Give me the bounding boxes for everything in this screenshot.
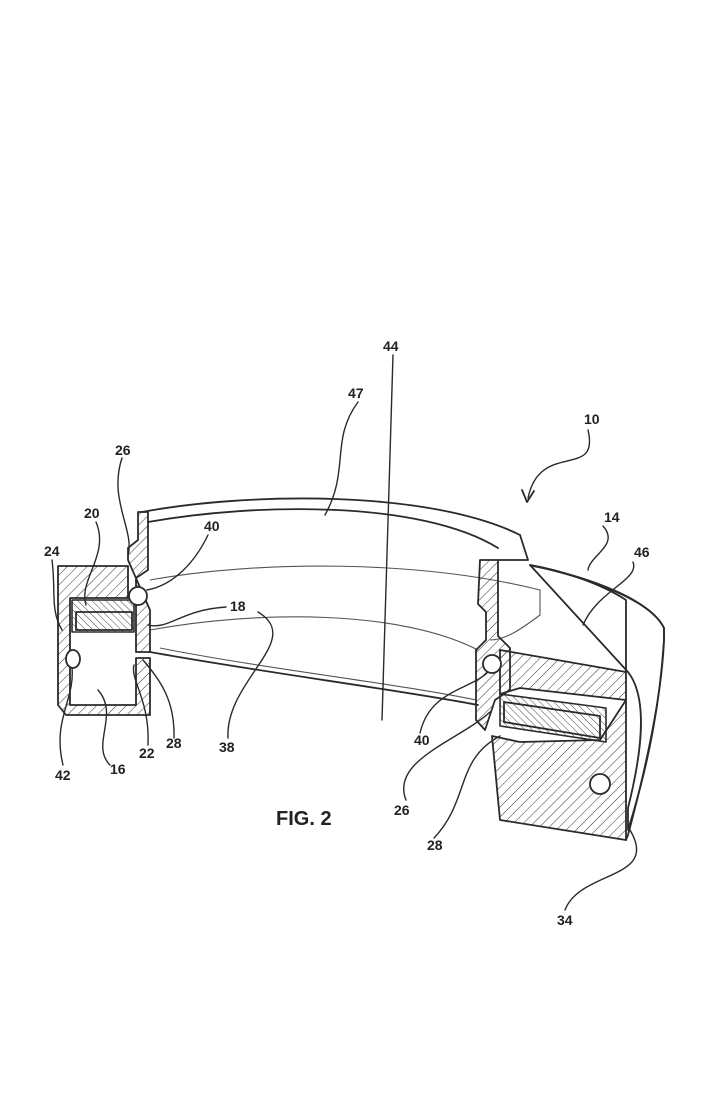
label-47: 47	[348, 385, 364, 401]
inner-bore-bottom-edge	[149, 651, 479, 706]
label-28-right: 28	[427, 837, 443, 853]
right-seal-40	[482, 654, 502, 674]
inner-sleeve-top-edge-inner	[147, 508, 499, 549]
central-axis-44	[381, 354, 394, 721]
label-28-left: 28	[166, 735, 182, 751]
leader-18	[147, 606, 227, 627]
label-24: 24	[44, 543, 60, 559]
right-cross-section	[475, 559, 627, 841]
right-insert-inner	[503, 701, 601, 739]
leader-24	[51, 559, 63, 631]
leader-28-right	[433, 735, 501, 839]
label-40-right: 40	[414, 732, 430, 748]
left-sleeve-section	[127, 511, 151, 653]
left-insert-inner	[75, 611, 133, 631]
leader-22	[132, 664, 149, 746]
right-housing-upper	[499, 649, 627, 701]
outer-ring-face	[532, 565, 665, 841]
inner-bore-bottom-edge-2	[159, 647, 477, 701]
leader-40-right	[419, 671, 489, 734]
label-44: 44	[383, 338, 399, 354]
leader-26-left	[117, 457, 130, 557]
left-seal-42	[65, 649, 81, 669]
label-40-left: 40	[204, 518, 220, 534]
leader-16	[97, 689, 111, 766]
left-cross-section	[57, 511, 151, 716]
leader-26-right	[403, 711, 491, 801]
leader-14	[587, 525, 609, 571]
label-26-right: 26	[394, 802, 410, 818]
inner-sleeve-inner-wall	[149, 616, 479, 651]
label-14: 14	[604, 509, 620, 525]
leader-47	[324, 401, 359, 516]
figure-caption: FIG. 2	[276, 808, 332, 830]
label-18: 18	[230, 598, 246, 614]
outer-ring-top-rim	[529, 564, 627, 673]
inner-sleeve-step	[149, 565, 541, 641]
inner-sleeve-top-edge	[141, 497, 521, 536]
right-seal-lower	[589, 773, 611, 795]
leader-38	[227, 611, 274, 739]
leader-40-left	[146, 534, 209, 591]
leader-10	[527, 429, 591, 499]
label-26-left: 26	[115, 442, 131, 458]
label-46: 46	[634, 544, 650, 560]
label-34: 34	[557, 912, 573, 928]
left-seal-40	[128, 586, 148, 606]
label-38: 38	[219, 739, 235, 755]
left-insert-20	[71, 599, 135, 633]
right-insert	[499, 693, 607, 743]
inner-sleeve-shoulder	[497, 534, 529, 561]
leader-20	[84, 521, 101, 606]
label-22: 22	[139, 745, 155, 761]
arrow-10	[521, 489, 535, 503]
leader-46	[582, 561, 635, 626]
label-10: 10	[584, 411, 600, 427]
leader-34	[564, 829, 638, 911]
label-20: 20	[84, 505, 100, 521]
leader-28-left	[142, 659, 175, 739]
leader-42	[59, 667, 73, 766]
label-42: 42	[55, 767, 71, 783]
right-housing-lower	[491, 699, 627, 841]
label-16: 16	[110, 761, 126, 777]
